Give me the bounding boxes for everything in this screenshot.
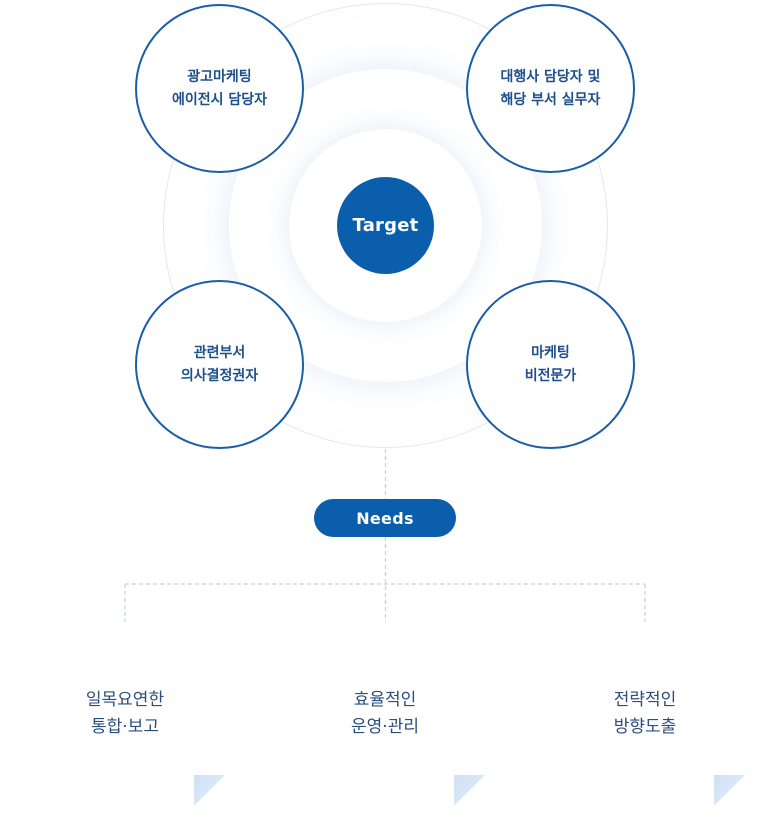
needs-label: Needs [356,508,414,528]
card-line: 통합·보고 [91,717,159,737]
persona-line: 의사결정권자 [180,367,259,384]
persona-line: 비전문가 [524,367,577,384]
persona-agency-manager: 광고마케팅 에이전시 담당자 [135,4,304,173]
persona-line: 대행사 담당자 및 [500,68,601,85]
persona-decision-maker: 관련부서 의사결정권자 [135,280,304,449]
persona-line: 광고마케팅 [187,68,252,85]
persona-department-staff: 대행사 담당자 및 해당 부서 실무자 [466,4,635,173]
persona-line: 해당 부서 실무자 [500,91,601,108]
card-line: 효율적인 [353,690,417,710]
need-card-operation: 효율적인 운영·관리 [285,622,485,806]
persona-line: 에이전시 담당자 [171,91,268,108]
persona-marketing-non-expert: 마케팅 비전문가 [466,280,635,449]
persona-line: 관련부서 [193,344,246,361]
target-circle: Target [337,177,434,274]
needs-pill: Needs [314,499,456,537]
card-line: 전략적인 [613,690,677,710]
need-card-reporting: 일목요연한 통합·보고 [25,622,225,806]
card-line: 운영·관리 [351,717,419,737]
card-line: 일목요연한 [85,690,165,710]
need-card-strategy: 전략적인 방향도출 [545,622,745,806]
card-line: 방향도출 [613,717,677,737]
target-label: Target [352,215,419,236]
persona-line: 마케팅 [531,344,570,361]
